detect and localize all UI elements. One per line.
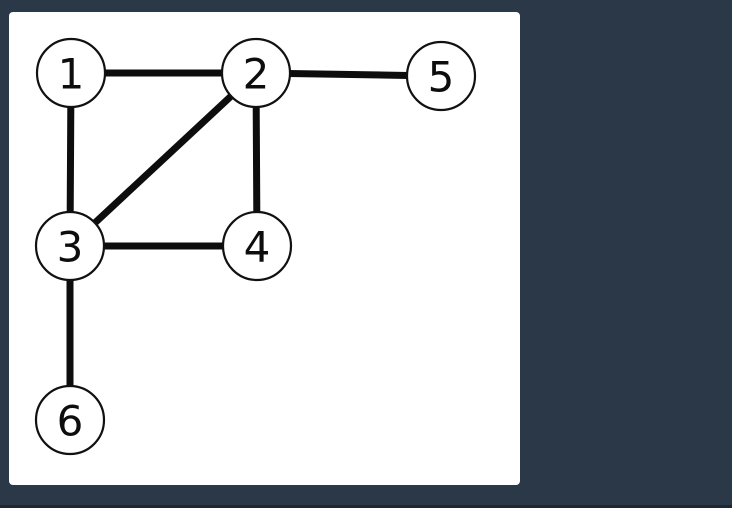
graph-node-label-3: 3 [57,223,84,272]
graph-node-label-2: 2 [243,50,270,99]
graph-edge-2-3 [91,92,235,227]
graph-node-circle-2[interactable] [220,37,292,109]
graph-node-3[interactable]: 3 [34,210,106,282]
graph-node-label-4: 4 [244,223,271,272]
graph-node-circle-5[interactable] [405,40,477,112]
graph-diagram: 1 2 3 4 5 6 [34,37,477,456]
graph-edge-2-5 [288,70,409,79]
graph-node-2[interactable]: 2 [220,37,292,109]
graph-node-label-5: 5 [428,53,455,102]
bottom-divider [0,505,732,508]
graph-node-label-6: 6 [57,397,84,446]
graph-node-circle-3[interactable] [34,210,106,282]
graph-node-circle-6[interactable] [34,384,106,456]
edges-layer [66,69,409,387]
graph-node-circle-1[interactable] [35,37,107,109]
graph-node-label-1: 1 [58,50,85,99]
graph-node-1[interactable]: 1 [35,37,107,109]
graph-canvas-panel: 1 2 3 4 5 6 [9,12,520,485]
graph-node-circle-4[interactable] [221,210,293,282]
graph-edge-1-3 [66,105,75,214]
graph-edge-2-4 [252,105,261,214]
nodes-layer: 1 2 3 4 5 6 [34,37,477,456]
graph-node-4[interactable]: 4 [221,210,293,282]
graph-node-6[interactable]: 6 [34,384,106,456]
graph-node-5[interactable]: 5 [405,40,477,112]
